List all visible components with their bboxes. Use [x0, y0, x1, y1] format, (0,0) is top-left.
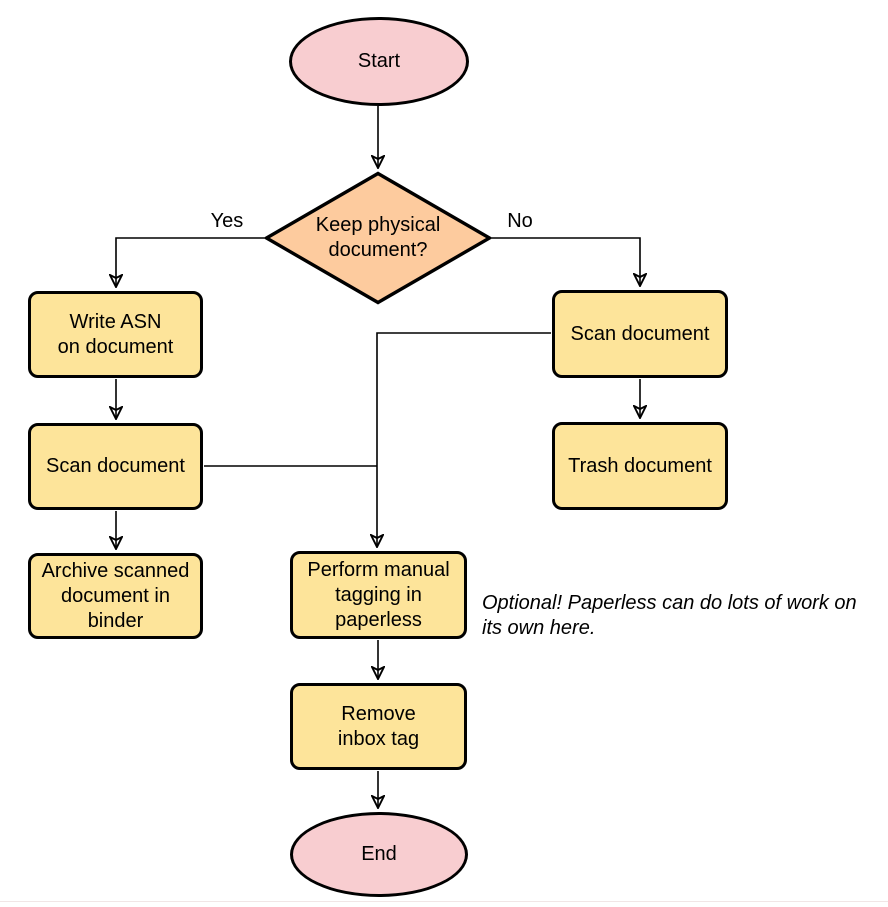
edge-decision-no-to-scan-right: [492, 237, 640, 286]
edge-decision-yes-to-write-asn: [116, 237, 264, 287]
node-archive-binder-label: Archive scanned document in binder: [41, 559, 190, 632]
node-trash-document-label: Trash document: [568, 454, 712, 477]
node-end: End: [290, 812, 468, 897]
annotation-optional-note: Optional! Paperless can do lots of work …: [482, 592, 857, 639]
node-scan-document-left: Scan document: [28, 423, 203, 510]
node-decision: Keep physical document?: [264, 171, 492, 305]
node-start: Start: [289, 17, 469, 106]
node-remove-inbox-tag-label: Remove inbox tag: [337, 702, 420, 750]
node-perform-tagging: Perform manual tagging in paperless: [290, 551, 467, 639]
edge-label-yes: Yes: [210, 210, 244, 232]
page-bottom-divider: [0, 901, 888, 902]
diamond-shape: [264, 171, 492, 305]
node-scan-document-right-label: Scan document: [570, 322, 710, 345]
node-write-asn: Write ASN on document: [28, 291, 203, 378]
edge-label-no: No: [507, 210, 533, 232]
edge-scan-right-to-perform-tagging: [377, 332, 551, 547]
node-remove-inbox-tag: Remove inbox tag: [290, 683, 467, 770]
node-archive-binder: Archive scanned document in binder: [28, 553, 203, 639]
node-decision-label: Keep physical document?: [315, 214, 441, 261]
node-start-label: Start: [357, 50, 401, 72]
node-write-asn-label: Write ASN on document: [57, 310, 174, 358]
node-trash-document: Trash document: [552, 422, 728, 510]
node-scan-document-right: Scan document: [552, 290, 728, 378]
node-perform-tagging-label: Perform manual tagging in paperless: [307, 558, 450, 631]
node-scan-document-left-label: Scan document: [46, 455, 185, 477]
node-end-label: End: [361, 843, 397, 865]
